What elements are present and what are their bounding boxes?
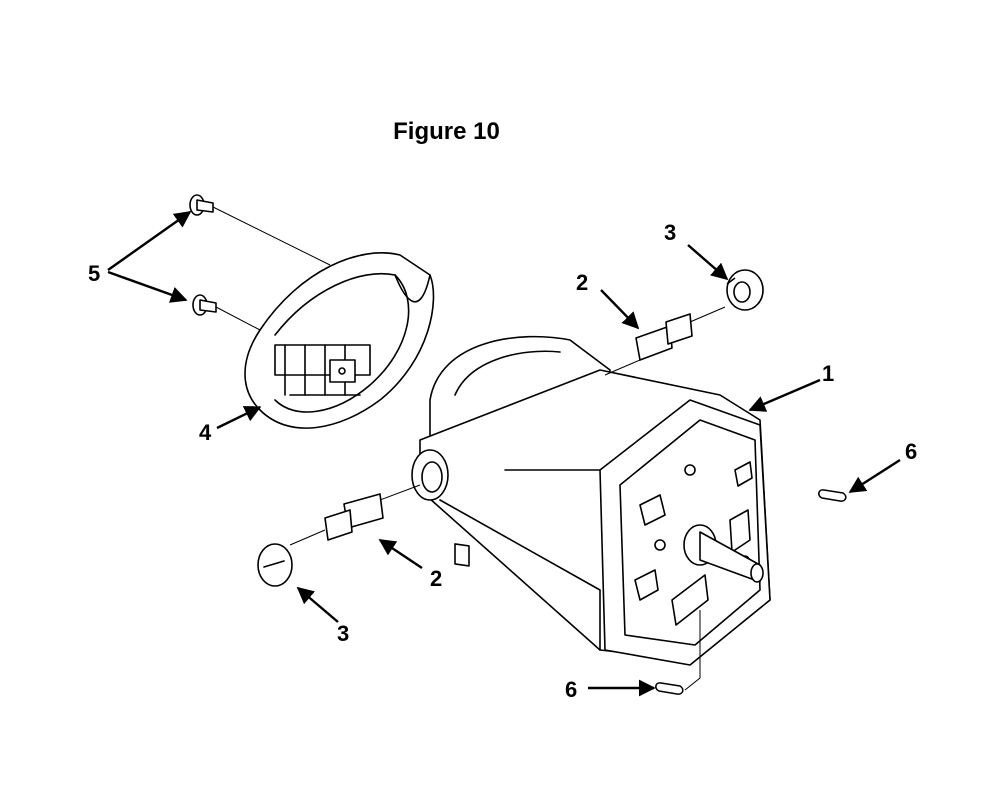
leader-3-lower [296, 586, 339, 623]
leader-6-right [848, 458, 901, 494]
callout-2-upper: 2 [576, 270, 588, 295]
brush-cap-lower [257, 543, 293, 587]
key-right [818, 489, 847, 502]
callout-5: 5 [88, 261, 100, 286]
callout-2-lower: 2 [430, 566, 442, 591]
leader-4 [216, 405, 262, 430]
brush-lower [289, 484, 421, 546]
key-bottom [655, 682, 684, 695]
brush-cap-upper [726, 269, 764, 311]
figure-title: Figure 10 [393, 118, 500, 145]
leader-3-upper [687, 244, 729, 281]
screw-parts [189, 194, 331, 331]
screw-upper [189, 194, 214, 216]
callout-3-lower: 3 [337, 621, 349, 646]
leader-2-upper [600, 289, 640, 330]
motor-housing [411, 335, 771, 666]
leader-arrows [107, 211, 901, 697]
end-bell-housing [244, 252, 435, 429]
leader-5-upper [107, 211, 192, 271]
brush-upper [604, 306, 726, 376]
key-parts [655, 489, 847, 695]
callout-6-bottom: 6 [565, 677, 577, 702]
callout-labels: 1 2 2 3 3 4 5 6 6 [88, 220, 917, 702]
callout-1: 1 [822, 361, 834, 386]
callout-3-upper: 3 [664, 220, 676, 245]
leader-1 [748, 378, 821, 412]
callout-6-right: 6 [905, 439, 917, 464]
leader-5-lower [107, 270, 188, 303]
callout-4: 4 [199, 420, 212, 445]
screw-lower [192, 294, 217, 316]
leader-2-lower [378, 539, 423, 569]
